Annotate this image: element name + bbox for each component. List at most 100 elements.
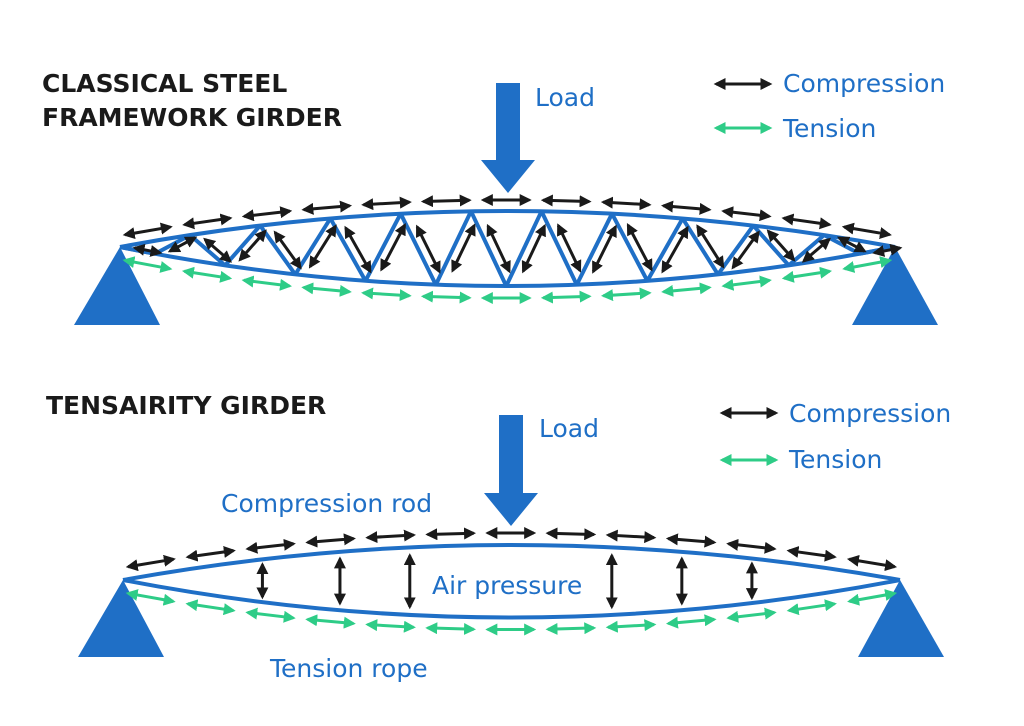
truss-diagonal	[645, 217, 685, 282]
diagonal-force-arrow	[308, 224, 337, 269]
tension-arrow	[361, 287, 412, 302]
compression-arrow	[185, 546, 236, 562]
compression-arrow	[122, 222, 173, 240]
truss-diagonal	[751, 224, 791, 267]
bottom-load-arrow	[484, 415, 538, 526]
top-truss-diagonals	[119, 210, 896, 287]
compression-arrow	[846, 554, 898, 572]
tension-arrow	[241, 275, 292, 291]
diagonal-force-arrow	[203, 237, 233, 263]
tension-arrow	[420, 290, 472, 304]
diagonal-force-arrow	[167, 236, 198, 253]
compression-arrow	[605, 529, 657, 544]
compression-arrow	[182, 213, 233, 230]
tension-arrow	[185, 599, 236, 616]
diagonal-force-arrow	[344, 225, 372, 274]
air-pressure-label: Air pressure	[432, 571, 582, 600]
tension-arrow	[721, 275, 772, 291]
compression-arrow	[726, 538, 777, 554]
tension-arrow	[847, 589, 898, 606]
truss-diagonal	[574, 212, 614, 286]
diagonal-force-arrow	[872, 243, 903, 257]
tension-arrow	[301, 282, 352, 297]
truss-diagonal	[504, 210, 544, 287]
tension-arrow	[122, 256, 173, 273]
bottom-load-label: Load	[539, 414, 599, 443]
top-compression-arrows	[122, 194, 892, 240]
compression-arrow	[125, 554, 176, 572]
diagonal-force-arrow	[521, 223, 546, 274]
diagonal-force-arrow	[238, 229, 267, 262]
tension-arrow	[245, 607, 296, 623]
truss-diagonal	[434, 210, 473, 286]
compression-arrow	[786, 546, 837, 562]
compression-arrow	[301, 200, 353, 215]
top-title-line2: FRAMEWORK GIRDER	[42, 103, 342, 132]
diagonal-force-arrow	[626, 223, 653, 272]
top-tension-arrows	[122, 256, 893, 304]
tension-arrow	[181, 266, 233, 283]
tension-arrow	[425, 622, 477, 636]
compression-arrow	[420, 194, 472, 208]
top-right-support	[852, 247, 938, 325]
diagonal-force-arrow	[273, 230, 302, 270]
tension-arrow	[305, 614, 356, 629]
bottom-right-support	[858, 580, 944, 657]
diagonal-force-arrow	[661, 225, 689, 274]
bottom-legend-tension-label: Tension	[788, 445, 882, 474]
diagonal-force-arrow	[556, 223, 582, 273]
bottom-tension-arrows	[125, 589, 898, 636]
diagonal-force-arrow	[451, 223, 476, 273]
truss-diagonal	[680, 217, 720, 276]
tension-arrow	[545, 622, 597, 636]
compression-arrow	[365, 529, 416, 544]
tension-arrow	[600, 287, 652, 302]
diagonal-force-arrow	[836, 236, 867, 253]
diagonal-force-arrow	[731, 230, 760, 270]
truss-diagonal	[398, 212, 438, 286]
tension-arrow	[781, 266, 832, 283]
tension-arrow	[842, 256, 893, 273]
compression-arrow	[540, 194, 592, 208]
tension-arrow	[786, 599, 837, 616]
truss-diagonal	[539, 210, 579, 286]
top-panel: CLASSICAL STEEL FRAMEWORK GIRDER Load Co…	[42, 69, 945, 325]
top-load-label: Load	[535, 83, 595, 112]
truss-diagonal	[469, 210, 509, 287]
bottom-lower-chord	[122, 578, 901, 620]
top-legend-compression-label: Compression	[783, 69, 945, 98]
bottom-panel: TENSAIRITY GIRDER Load Compression Tensi…	[46, 391, 951, 683]
diagonal-force-arrow	[801, 237, 831, 263]
compression-arrow	[241, 206, 293, 222]
bottom-left-support	[78, 580, 164, 657]
compression-arrow	[721, 206, 772, 222]
bottom-upper-chord	[122, 543, 901, 582]
truss-diagonal	[610, 212, 650, 282]
tension-arrow	[661, 282, 712, 297]
tension-arrow	[726, 607, 777, 623]
tension-arrow	[665, 614, 717, 629]
compression-arrow	[660, 200, 712, 215]
bottom-compression-arrows	[125, 527, 898, 572]
compression-arrow	[545, 527, 597, 541]
diagonal-force-arrow	[132, 243, 163, 257]
tension-arrow	[605, 619, 657, 633]
top-diagonal-force-arrows	[132, 222, 903, 274]
diagonal-force-arrow	[486, 223, 511, 274]
bottom-legend-compression-label: Compression	[789, 399, 951, 428]
compression-arrow	[665, 533, 717, 548]
air-pressure-arrows	[256, 553, 758, 610]
compression-arrow	[600, 196, 652, 211]
tension-arrow	[365, 619, 416, 633]
diagonal-force-arrow	[696, 224, 725, 269]
diagonal-force-arrow	[591, 224, 617, 274]
tension-arrow	[540, 290, 592, 304]
air-pressure-label-backdrop	[428, 566, 592, 602]
top-left-support	[74, 247, 160, 325]
diagonal-force-arrow	[766, 229, 796, 262]
compression-arrow	[841, 222, 892, 239]
diagonal-force-arrow	[380, 222, 407, 272]
bottom-title: TENSAIRITY GIRDER	[46, 391, 326, 420]
diagonal-force-arrow	[415, 224, 441, 274]
